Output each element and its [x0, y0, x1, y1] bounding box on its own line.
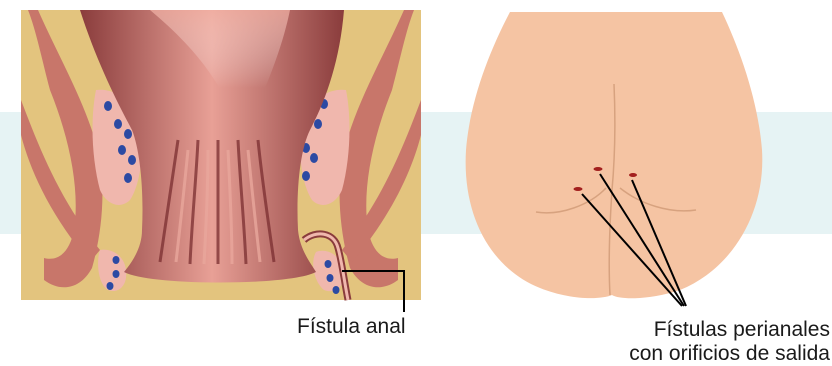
perianal-view: [466, 12, 763, 306]
anal-fistula-label: Fístula anal: [297, 315, 406, 339]
fistula-opening-3: [629, 173, 637, 177]
anal-canal-cross-section: [21, 10, 421, 312]
fistula-opening-1: [574, 187, 583, 191]
perianal-fistulas-label: Fístulas perianales con orificios de sal…: [598, 318, 830, 366]
perianal-fistulas-label-line1: Fístulas perianales: [598, 318, 830, 342]
perianal-fistulas-label-line2: con orificios de salida: [598, 342, 830, 366]
fistula-opening-2: [594, 167, 603, 171]
